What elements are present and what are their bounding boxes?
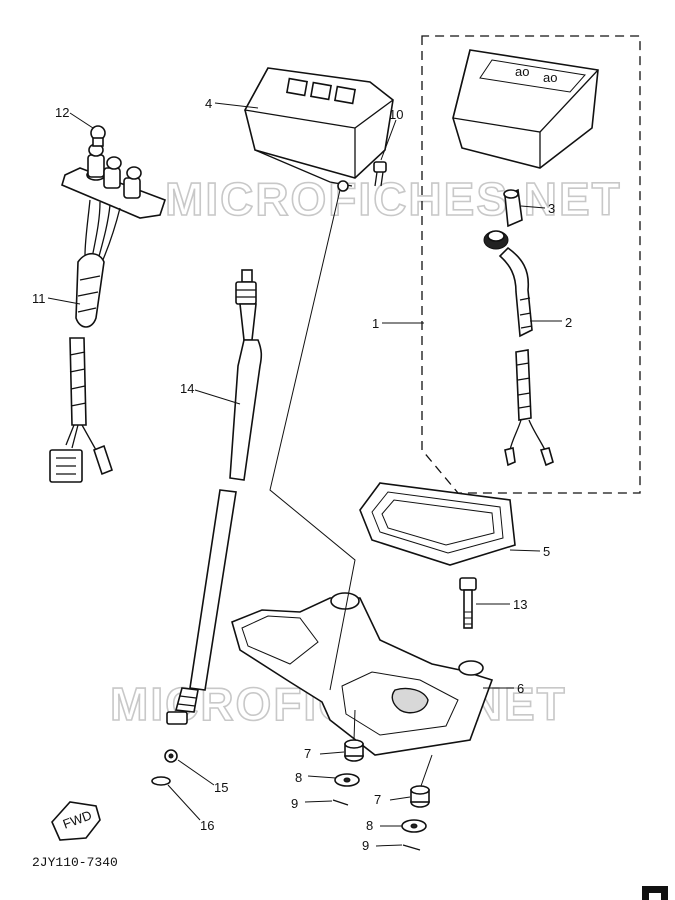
- socket-wire-2: [483, 230, 554, 467]
- svg-text:ao: ao: [543, 70, 557, 85]
- watermark-top: MICROFICHES.NET: [165, 173, 622, 225]
- indicator-socket-board-11: [49, 143, 167, 483]
- callout-8-left: 8: [295, 770, 302, 785]
- bolt-13: [459, 577, 477, 629]
- callout-9-left: 9: [291, 796, 298, 811]
- leader-lines: [47, 102, 562, 847]
- screw-10: [373, 161, 387, 187]
- bulb-12: [90, 125, 106, 147]
- pin-9-right: [402, 844, 421, 851]
- callout-11: 11: [32, 291, 46, 306]
- callout-9-right: 9: [362, 838, 369, 853]
- callout-7-left: 7: [304, 746, 311, 761]
- corner-bracket: [642, 886, 668, 900]
- callout-12: 12: [55, 105, 69, 120]
- assembly-lines: [269, 189, 433, 787]
- speedometer-cable-14: [166, 269, 263, 725]
- assembly-1-dashed-box: [421, 35, 641, 494]
- callout-5: 5: [543, 544, 550, 559]
- callout-13: 13: [513, 597, 527, 612]
- callout-10: 10: [389, 107, 403, 122]
- ring-16: [151, 776, 171, 786]
- callout-3: 3: [548, 201, 555, 216]
- bracket-6: [231, 592, 494, 756]
- callout-4: 4: [205, 96, 212, 111]
- callout-8-right: 8: [366, 818, 373, 833]
- callout-16: 16: [200, 818, 214, 833]
- diagram-code: 2JY110-7340: [32, 855, 118, 870]
- pin-9-left: [332, 799, 349, 806]
- meter-body-assembly: ao ao: [452, 49, 599, 169]
- svg-text:ao: ao: [515, 64, 529, 79]
- meter-body-4: [243, 67, 394, 192]
- callout-1: 1: [372, 316, 379, 331]
- callout-14: 14: [180, 381, 194, 396]
- collar-8-left: [334, 773, 360, 787]
- callout-7-right: 7: [374, 792, 381, 807]
- callout-6: 6: [517, 681, 524, 696]
- collar-8-right: [401, 819, 427, 833]
- bulb-3: [503, 188, 523, 228]
- callout-15: 15: [214, 780, 228, 795]
- gasket-5: [359, 482, 516, 566]
- grommet-7-left: [344, 739, 364, 762]
- callout-2: 2: [565, 315, 572, 330]
- grommet-7-right: [410, 785, 430, 808]
- clip-15: [164, 749, 178, 763]
- fwd-arrow-icon: FWD: [51, 801, 101, 841]
